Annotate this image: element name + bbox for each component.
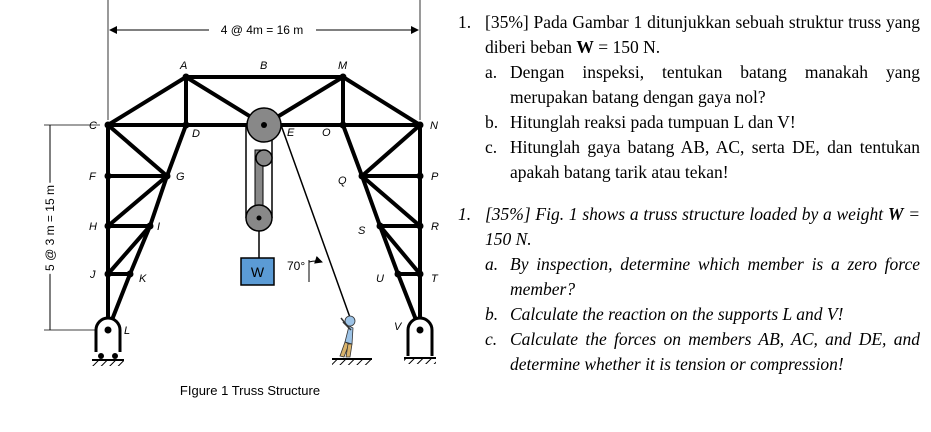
side-dimension-label: 5 @ 3 m = 15 m [43, 185, 57, 271]
problem-english: 1. [35%] Fig. 1 shows a truss structure … [458, 202, 920, 377]
person-figure [332, 315, 372, 365]
problem-item-c: c. Calculate the forces on members AB, A… [485, 329, 920, 374]
node-label-V: V [394, 321, 403, 333]
truss-members [106, 75, 422, 332]
node-label-O: O [322, 127, 331, 139]
figure-caption: FIgure 1 Truss Structure [180, 383, 320, 398]
problem-item-b: b. Calculate the reaction on the support… [485, 304, 844, 324]
problem-item-a: a. Dengan inspeksi, tentukan batang mana… [485, 62, 920, 107]
side-dimension: 5 @ 3 m = 15 m [40, 124, 100, 331]
node-label-K: K [139, 273, 147, 285]
angle-label: 70° [287, 259, 305, 273]
node-label-B: B [260, 60, 267, 72]
node-label-C: C [89, 120, 97, 132]
problem-item-c: c. Hitunglah gaya batang AB, AC, serta D… [485, 137, 920, 182]
node-label-S: S [358, 225, 366, 237]
node-label-J: J [89, 269, 96, 281]
problem-item-a: a. By inspection, determine which member… [485, 254, 920, 299]
support-L [92, 316, 124, 366]
node-label-T: T [431, 273, 439, 285]
node-label-U: U [376, 273, 384, 285]
truss-figure: 4 @ 4m = 16 m 5 @ 3 m = 15 m [40, 0, 439, 398]
node-label-D: D [192, 128, 200, 140]
problem-number: 1. [458, 12, 472, 32]
node-label-M: M [338, 60, 348, 72]
truss-joints [104, 73, 424, 278]
node-label-F: F [89, 171, 97, 183]
node-label-L: L [124, 325, 130, 337]
support-V [404, 316, 436, 364]
angle-annotation: 70° [287, 255, 323, 282]
node-label-H: H [89, 221, 97, 233]
node-label-A: A [179, 60, 187, 72]
node-labels: A B M C D E O N F G Q P H I S R J K U T … [89, 60, 439, 337]
problem-item-b: b. Hitunglah reaksi pada tumpuan L dan V… [485, 112, 796, 132]
top-dimension: 4 @ 4m = 16 m [107, 0, 421, 120]
node-label-P: P [431, 171, 439, 183]
problem-indonesian: 1. [35%] Pada Gambar 1 ditunjukkan sebua… [458, 10, 920, 185]
problem-intro: [35%] Fig. 1 shows a truss structure loa… [485, 204, 920, 249]
node-label-I: I [157, 221, 160, 233]
problem-number: 1. [458, 204, 472, 224]
pulley-system [245, 107, 353, 324]
node-label-E: E [287, 127, 295, 139]
problem-intro: [35%] Pada Gambar 1 ditunjukkan sebuah s… [485, 12, 920, 57]
weight-block: W [240, 257, 275, 286]
top-dimension-label: 4 @ 4m = 16 m [221, 23, 304, 37]
node-label-G: G [176, 171, 185, 183]
node-label-N: N [430, 120, 438, 132]
node-label-Q: Q [338, 175, 347, 187]
node-label-R: R [431, 221, 439, 233]
problem-text: 1. [35%] Pada Gambar 1 ditunjukkan sebua… [458, 10, 920, 377]
weight-label: W [251, 264, 265, 280]
